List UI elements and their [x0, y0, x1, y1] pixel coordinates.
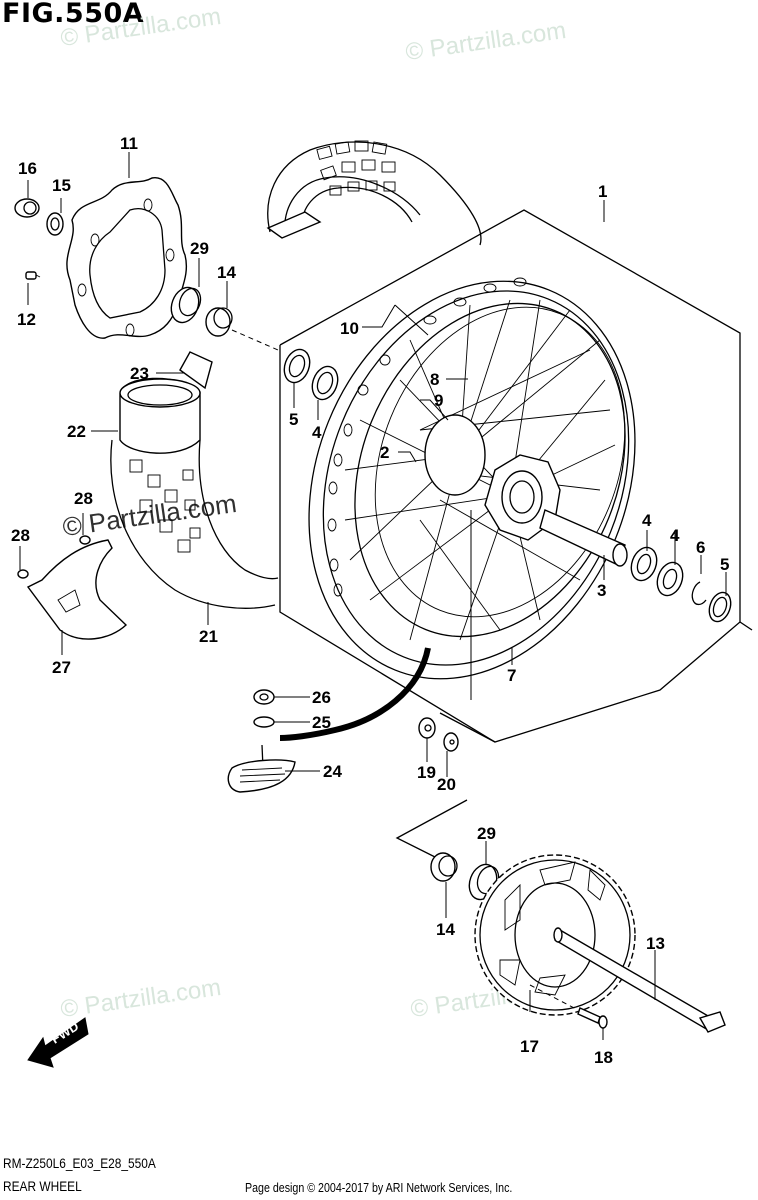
callout-5[interactable]: 5 [720, 555, 730, 574]
brake-disc [66, 177, 187, 339]
callout-2[interactable]: 2 [380, 443, 390, 462]
bearings-right [630, 546, 732, 623]
callout-9[interactable]: 9 [434, 391, 444, 410]
callout-21[interactable]: 21 [199, 627, 218, 646]
tube-line [279, 647, 431, 741]
callout-4[interactable]: 4 [670, 526, 680, 545]
seals-left [283, 348, 339, 401]
callout-20[interactable]: 20 [437, 775, 456, 794]
callout-26[interactable]: 26 [312, 688, 331, 707]
figure-code: RM-Z250L6_E03_E28_550A [3, 1155, 156, 1171]
callout-4[interactable]: 4 [312, 423, 322, 442]
callout-19[interactable]: 19 [417, 763, 436, 782]
small-hardware-top [14, 198, 64, 280]
tire-lower [110, 351, 279, 609]
assembly-outline [279, 209, 753, 743]
callout-28[interactable]: 28 [11, 526, 30, 545]
wheel-rim [308, 277, 636, 680]
callout-13[interactable]: 13 [646, 934, 665, 953]
callout-24[interactable]: 24 [323, 762, 342, 781]
leader-lines [19, 152, 727, 1040]
tire-top [266, 140, 482, 246]
callout-27[interactable]: 27 [52, 658, 71, 677]
callout-14[interactable]: 14 [436, 920, 455, 939]
callout-5[interactable]: 5 [289, 410, 299, 429]
callout-23[interactable]: 23 [130, 364, 149, 383]
fwd-arrow-icon [27, 1017, 89, 1068]
callout-3[interactable]: 3 [597, 581, 607, 600]
callout-28[interactable]: 28 [74, 489, 93, 508]
copyright-notice: Page design © 2004-2017 by ARI Network S… [245, 1180, 513, 1195]
callout-11[interactable]: 11 [120, 134, 138, 153]
figure-name: REAR WHEEL [3, 1178, 82, 1194]
callout-15[interactable]: 15 [52, 176, 71, 195]
callout-7[interactable]: 7 [507, 666, 517, 685]
axle-collar [539, 509, 628, 567]
callout-12[interactable]: 12 [17, 310, 36, 329]
callout-29[interactable]: 29 [477, 824, 496, 843]
disc-cover [17, 535, 128, 640]
rim-lock-hardware [227, 689, 296, 793]
callout-18[interactable]: 18 [594, 1048, 613, 1067]
callout-1[interactable]: 1 [598, 182, 608, 201]
callout-16[interactable]: 16 [18, 159, 37, 178]
spacer-collar-top [170, 286, 279, 351]
callout-10[interactable]: 10 [340, 319, 359, 338]
rear-axle [553, 927, 726, 1033]
sprocket-bolt [529, 984, 608, 1029]
sprocket-assembly-outline [395, 799, 468, 859]
hub [424, 414, 561, 541]
callout-8[interactable]: 8 [430, 370, 440, 389]
callout-29[interactable]: 29 [190, 239, 209, 258]
figure-title: FIG.550A [2, 0, 145, 29]
callout-4[interactable]: 4 [642, 511, 652, 530]
callout-17[interactable]: 17 [520, 1037, 539, 1056]
callout-25[interactable]: 25 [312, 713, 331, 732]
callout-14[interactable]: 14 [217, 263, 236, 282]
callout-22[interactable]: 22 [67, 422, 86, 441]
callout-6[interactable]: 6 [696, 538, 706, 557]
nut-washer-bottom [418, 717, 459, 752]
